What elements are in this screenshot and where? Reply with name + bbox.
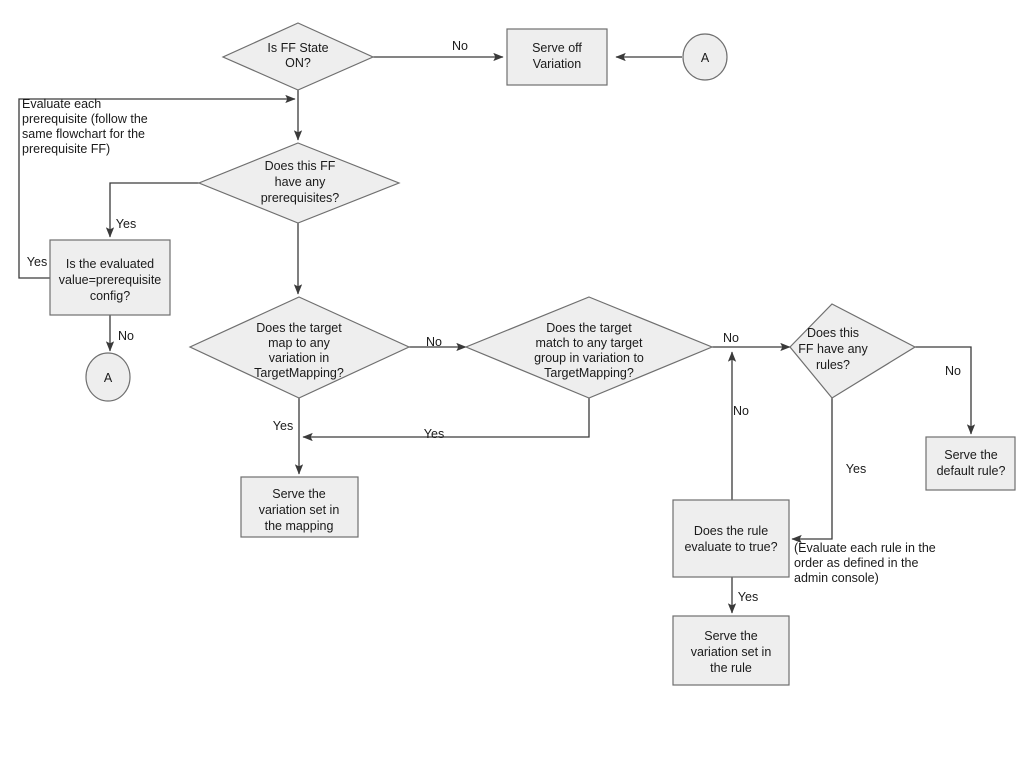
- note-prerequisite-line-2: prerequisite (follow the: [22, 112, 148, 126]
- decision-shape[interactable]: [464, 296, 714, 399]
- process-shape[interactable]: [240, 476, 359, 538]
- node-ff-state[interactable]: Is FF State ON?: [221, 22, 375, 91]
- node-target-group-line-4: TargetMapping?: [544, 366, 634, 380]
- node-serve-mapping-line-3: the mapping: [265, 519, 334, 533]
- node-target-group[interactable]: Does the target match to any target grou…: [464, 296, 714, 399]
- node-has-rules-line-3: rules?: [816, 358, 850, 372]
- edge-label-rule-evaluate-yes: Yes: [738, 590, 758, 604]
- edge-label-target-map-no: No: [426, 335, 442, 349]
- node-has-rules[interactable]: Does this FF have any rules?: [789, 303, 917, 399]
- edge-evaluated-yes-loop: [18, 94, 296, 279]
- node-rule-evaluate-line-1: Does the rule: [694, 524, 768, 538]
- decision-shape[interactable]: [789, 303, 917, 399]
- decision-shape[interactable]: [197, 142, 401, 224]
- edge-target-group-yes: [302, 398, 590, 442]
- process-shape[interactable]: [49, 239, 171, 316]
- edge-label-prereqs-yes: Yes: [116, 217, 136, 231]
- process-shape[interactable]: [672, 615, 790, 686]
- edge-label-ff-state-no: No: [452, 39, 468, 53]
- node-evaluated-value-line-3: config?: [90, 289, 130, 303]
- node-serve-default[interactable]: Serve the default rule?: [925, 436, 1016, 491]
- node-target-group-line-2: match to any target: [535, 336, 643, 350]
- edge-label-target-map-yes: Yes: [273, 419, 293, 433]
- node-serve-mapping-line-2: variation set in: [259, 503, 340, 517]
- process-shape[interactable]: [925, 436, 1016, 491]
- connector-circle-shape[interactable]: [85, 352, 131, 402]
- edge-label-has-rules-no: No: [945, 364, 961, 378]
- node-serve-default-line-2: default rule?: [937, 464, 1006, 478]
- node-has-rules-line-2: FF have any: [798, 342, 868, 356]
- edge-label-target-group-yes: Yes: [424, 427, 444, 441]
- node-serve-rule-line-1: Serve the: [704, 629, 758, 643]
- node-target-map-line-2: map to any: [268, 336, 331, 350]
- process-shape[interactable]: [506, 28, 608, 86]
- node-connector-a-bottom-label: A: [104, 371, 113, 385]
- node-rule-evaluate[interactable]: Does the rule evaluate to true?: [672, 499, 790, 578]
- node-evaluated-value-line-2: value=prerequisite: [59, 273, 162, 287]
- note-rule-order-line-1: (Evaluate each rule in the: [794, 541, 936, 555]
- note-prerequisite: Evaluate each prerequisite (follow the s…: [22, 97, 148, 156]
- note-prerequisite-line-4: prerequisite FF): [22, 142, 110, 156]
- node-rule-evaluate-line-2: evaluate to true?: [684, 540, 777, 554]
- process-shape[interactable]: [672, 499, 790, 578]
- decision-shape[interactable]: [188, 296, 411, 399]
- node-serve-off-line-2: Variation: [533, 57, 581, 71]
- node-serve-off[interactable]: Serve off Variation: [506, 28, 608, 86]
- node-connector-a-top-label: A: [701, 51, 710, 65]
- node-prereqs-line-1: Does this FF: [265, 159, 336, 173]
- note-prerequisite-line-3: same flowchart for the: [22, 127, 145, 141]
- edge-prereqs-yes: [105, 182, 199, 238]
- edge-label-evaluated-yes: Yes: [27, 255, 47, 269]
- node-target-map[interactable]: Does the target map to any variation in …: [188, 296, 411, 399]
- node-connector-a-bottom[interactable]: A: [85, 352, 131, 402]
- node-serve-mapping-line-1: Serve the: [272, 487, 326, 501]
- node-connector-a-top[interactable]: A: [682, 33, 728, 81]
- edge-has-rules-yes: [791, 398, 833, 544]
- edge-has-rules-no: [915, 346, 976, 435]
- note-rule-order: (Evaluate each rule in the order as defi…: [794, 541, 936, 585]
- node-serve-rule-line-3: the rule: [710, 661, 752, 675]
- node-serve-rule[interactable]: Serve the variation set in the rule: [672, 615, 790, 686]
- node-prereqs[interactable]: Does this FF have any prerequisites?: [197, 142, 401, 224]
- node-target-group-line-1: Does the target: [546, 321, 632, 335]
- note-prerequisite-line-1: Evaluate each: [22, 97, 101, 111]
- edge-label-rule-evaluate-no: No: [733, 404, 749, 418]
- note-rule-order-line-2: order as defined in the: [794, 556, 918, 570]
- decision-shape[interactable]: [221, 22, 375, 91]
- edge-label-group: No Yes Yes No No Yes Yes No No No Yes Ye…: [27, 39, 961, 604]
- node-ff-state-line-1: Is FF State: [267, 41, 328, 55]
- node-serve-rule-line-2: variation set in: [691, 645, 772, 659]
- node-serve-default-line-1: Serve the: [944, 448, 998, 462]
- node-prereqs-line-3: prerequisites?: [261, 191, 340, 205]
- node-ff-state-line-2: ON?: [285, 56, 311, 70]
- connector-circle-shape[interactable]: [682, 33, 728, 81]
- node-evaluated-value-line-1: Is the evaluated: [66, 257, 154, 271]
- node-has-rules-line-1: Does this: [807, 326, 859, 340]
- edge-label-has-rules-yes: Yes: [846, 462, 866, 476]
- node-target-map-line-3: variation in: [269, 351, 329, 365]
- node-serve-mapping[interactable]: Serve the variation set in the mapping: [240, 476, 359, 538]
- edge-label-target-group-no: No: [723, 331, 739, 345]
- connector-lines: [18, 52, 976, 614]
- node-evaluated-value[interactable]: Is the evaluated value=prerequisite conf…: [49, 239, 171, 316]
- node-target-map-line-4: TargetMapping?: [254, 366, 344, 380]
- node-target-group-line-3: group in variation to: [534, 351, 644, 365]
- node-target-map-line-1: Does the target: [256, 321, 342, 335]
- node-serve-off-line-1: Serve off: [532, 41, 582, 55]
- node-prereqs-line-2: have any: [275, 175, 326, 189]
- note-rule-order-line-3: admin console): [794, 571, 879, 585]
- edge-label-evaluated-no: No: [118, 329, 134, 343]
